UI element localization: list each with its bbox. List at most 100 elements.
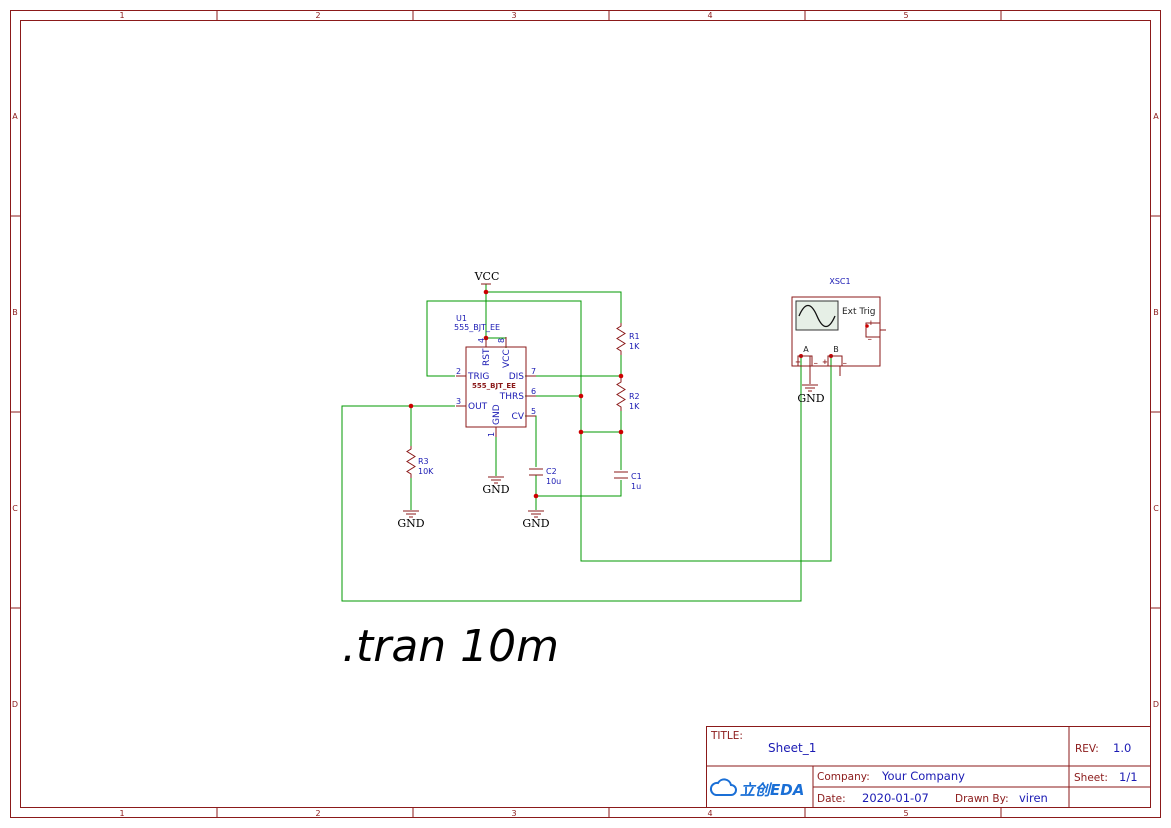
drawn-by-label: Drawn By: [955,793,1009,805]
row-label-right-b: B [1153,308,1159,317]
u1-body-label: 555_BJT_EE [472,382,516,390]
row-label-left-b: B [12,308,18,317]
c1-value: 1u [631,482,641,491]
r2-resistor[interactable]: R2 1K [616,378,640,411]
col-label-bottom-5: 5 [903,809,908,818]
wire-vcc-rail[interactable] [486,291,622,323]
lceda-logo: 立创EDA [709,778,804,799]
u1-pin8-number: 8 [497,338,506,343]
c1-capacitor[interactable]: C1 1u [614,471,642,491]
xsc1-b-minus: _ [843,356,847,364]
col-label-top-2: 2 [315,11,320,20]
vcc-symbol[interactable]: VCC [474,270,500,285]
lceda-logo-text: 立创EDA [740,781,804,799]
r1-ref: R1 [629,332,640,341]
vcc-label: VCC [474,270,500,283]
gnd-label-r3: GND [397,517,424,530]
junction-trig-node [578,429,584,435]
u1-pin-vcc-label: VCC [502,349,512,368]
wire-trig-loop[interactable] [426,300,582,432]
col-label-bottom-2: 2 [315,809,320,818]
r1-value: 1K [629,342,640,351]
xsc1-channel-b-label: B [833,345,839,354]
u1-pin5-number: 5 [531,407,536,416]
row-label-left-c: C [12,504,18,513]
junction-vcc [483,289,489,295]
title-label: TITLE: [710,730,743,742]
rev-value: 1.0 [1113,741,1131,755]
r1-resistor[interactable]: R1 1K [616,323,640,355]
col-label-bottom-1: 1 [119,809,124,818]
c2-capacitor[interactable]: C2 10u [529,467,561,486]
row-label-right-d: D [1153,700,1159,709]
junction-thrs [578,393,584,399]
u1-pin-gnd-label: GND [492,404,502,425]
xsc1-a-minus: _ [814,356,818,364]
col-label-top-1: 1 [119,11,124,20]
junctions [408,289,833,499]
gnd-label-c2: GND [522,517,549,530]
c2-value: 10u [546,477,561,486]
xsc1-a-plus: + [795,358,801,366]
date-label: Date: [817,793,846,805]
spice-directive[interactable]: .tran 10m [342,621,559,672]
sheet-title: Sheet_1 [768,741,816,755]
wires [341,284,832,602]
row-label-left-d: D [12,700,18,709]
u1-pin4-number: 4 [477,338,486,343]
cloud-icon [709,778,737,796]
xsc1-trig-minus: _ [868,332,872,340]
xsc1-oscilloscope[interactable]: XSC1 Ext Trig + _ A + _ B + _ GND [791,277,886,405]
u1-pin7-number: 7 [531,367,536,376]
gnd-symbol-u1[interactable]: GND [482,476,510,496]
sheet-label: Sheet: [1074,772,1108,784]
u1-pin3-number: 3 [456,397,461,406]
wire-node-to-scope-b[interactable] [580,356,832,562]
r3-ref: R3 [418,457,429,466]
u1-ref: U1 [456,314,467,323]
row-label-right-a: A [1153,112,1159,121]
title-block: TITLE: Sheet_1 REV: 1.0 立创EDA Company: Y… [706,726,1151,808]
u1-pin-cv-label: CV [512,412,525,422]
xsc1-trig-plus: + [868,319,874,327]
xsc1-channel-a-label: A [803,345,809,354]
wire-out-to-r3[interactable] [410,405,455,446]
junction-r2c1 [618,429,624,435]
c1-ref: C1 [631,472,642,481]
rev-label: REV: [1075,743,1099,755]
r3-value: 10K [418,467,434,476]
u1-pin-out-label: OUT [468,402,488,412]
u1-pin-trig-label: TRIG [467,372,489,382]
col-label-top-3: 3 [511,11,516,20]
c2-ref: C2 [546,467,557,476]
xsc1-ext-trig-label: Ext Trig [842,307,876,317]
sheet-value: 1/1 [1119,770,1138,784]
wire-cv[interactable] [525,415,537,467]
row-label-right-c: C [1153,504,1159,513]
wire-out-to-scope-a[interactable] [341,356,802,602]
col-label-top-4: 4 [707,11,712,20]
scope-wave-icon [798,304,836,328]
row-label-left-a: A [12,112,18,121]
sheet-frame: 1 2 3 4 5 1 2 3 4 5 A B C D A B C D [10,10,1161,818]
company-value: Your Company [881,769,965,783]
junction-out [408,403,414,409]
gnd-label-u1: GND [482,483,509,496]
col-label-bottom-4: 4 [707,809,712,818]
wire-c1-to-gnd-node[interactable] [536,480,622,497]
u1-value: 555_BJT_EE [454,323,500,332]
r3-resistor[interactable]: R3 10K [406,446,434,478]
gnd-label-scope: GND [797,392,824,405]
xsc1-b-plus: + [822,358,828,366]
gnd-symbol-c2[interactable]: GND [522,510,550,530]
u1-pin6-number: 6 [531,387,536,396]
u1-555-timer[interactable]: U1 555_BJT_EE 555_BJT_EE RST VCC TRIG OU… [454,314,536,437]
r2-ref: R2 [629,392,640,401]
company-label: Company: [817,771,870,783]
u1-pin2-number: 2 [456,367,461,376]
u1-pin-thrs-label: THRS [499,392,525,402]
junction-c2-gnd [533,493,539,499]
col-label-bottom-3: 3 [511,809,516,818]
gnd-symbol-r3[interactable]: GND [397,510,425,530]
